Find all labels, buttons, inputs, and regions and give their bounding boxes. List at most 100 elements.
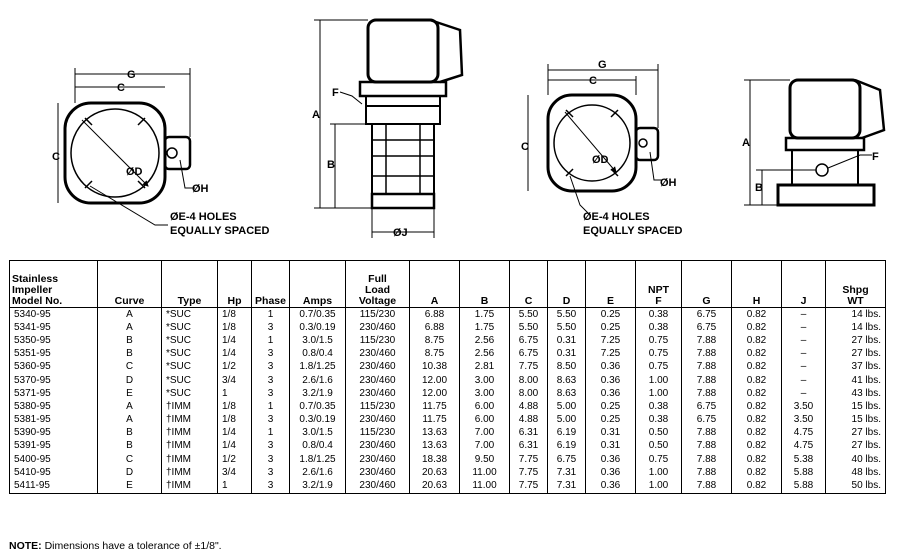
table-cell: 27 lbs. bbox=[825, 347, 886, 361]
table-cell: 0.25 bbox=[585, 413, 636, 427]
header-line: Amps bbox=[302, 295, 333, 307]
table-cell: 7.00 bbox=[459, 439, 510, 454]
table-cell: 20.63 bbox=[409, 479, 460, 494]
spacing-label-1: EQUALLY SPACED bbox=[170, 225, 269, 237]
table-cell: 0.82 bbox=[731, 360, 782, 374]
header-line: Impeller bbox=[12, 284, 53, 296]
side-view-suction bbox=[744, 78, 886, 207]
table-cell: 6.75 bbox=[547, 453, 586, 467]
table-cell: *SUC bbox=[161, 360, 218, 374]
table-cell: 0.7/0.35 bbox=[289, 400, 346, 414]
table-cell: 13.63 bbox=[409, 426, 460, 440]
header-line: Stainless bbox=[12, 273, 59, 285]
table-cell: 1/8 bbox=[217, 321, 252, 335]
table-cell: – bbox=[781, 387, 826, 401]
table-cell: 5411-95 bbox=[9, 479, 98, 494]
table-cell: 3/4 bbox=[217, 373, 252, 388]
table-cell: 1/8 bbox=[217, 413, 252, 427]
table-cell: B bbox=[97, 426, 162, 440]
table-cell: 0.75 bbox=[635, 347, 682, 361]
table-cell: 5.88 bbox=[781, 479, 826, 494]
table-cell: 3.2/1.9 bbox=[289, 479, 346, 494]
table-cell: 7.88 bbox=[681, 466, 732, 480]
table-cell: 5.88 bbox=[781, 466, 826, 480]
label-f-4: F bbox=[872, 151, 879, 163]
table-cell: 7.31 bbox=[547, 466, 586, 480]
table-cell: 1 bbox=[251, 400, 290, 414]
table-cell: 1/4 bbox=[217, 347, 252, 361]
table-cell: 0.31 bbox=[547, 334, 586, 348]
table-cell: 0.8/0.4 bbox=[289, 439, 346, 454]
column-header: E bbox=[585, 260, 636, 308]
table-cell: 0.36 bbox=[585, 360, 636, 374]
table-cell: 6.00 bbox=[459, 413, 510, 427]
table-cell: A bbox=[97, 307, 162, 322]
table-cell: 1.75 bbox=[459, 307, 510, 322]
table-cell: 5.50 bbox=[547, 307, 586, 322]
table-cell: 0.31 bbox=[547, 347, 586, 361]
table-cell: 6.88 bbox=[409, 321, 460, 335]
table-cell: †IMM bbox=[161, 479, 218, 494]
table-cell: 0.25 bbox=[585, 400, 636, 414]
table-cell: 0.50 bbox=[635, 426, 682, 440]
table-cell: 3 bbox=[251, 439, 290, 454]
table-cell: 0.82 bbox=[731, 347, 782, 361]
table-cell: 1.00 bbox=[635, 466, 682, 480]
label-h-3: ØH bbox=[660, 177, 677, 189]
table-cell: 0.31 bbox=[585, 439, 636, 454]
table-cell: – bbox=[781, 373, 826, 388]
label-c-side-1: C bbox=[52, 151, 60, 163]
table-cell: 3.50 bbox=[781, 400, 826, 414]
table-cell: 2.81 bbox=[459, 360, 510, 374]
table-cell: 8.75 bbox=[409, 334, 460, 348]
table-cell: 11.00 bbox=[459, 479, 510, 494]
table-cell: 1.75 bbox=[459, 321, 510, 335]
column-header: B bbox=[459, 260, 510, 308]
table-cell: †IMM bbox=[161, 453, 218, 467]
header-line: WT bbox=[847, 295, 864, 307]
table-cell: †IMM bbox=[161, 466, 218, 480]
column-header: A bbox=[409, 260, 460, 308]
table-cell: *SUC bbox=[161, 347, 218, 361]
table-cell: 0.36 bbox=[585, 387, 636, 401]
table-cell: 5371-95 bbox=[9, 387, 98, 401]
header-line: E bbox=[606, 295, 614, 307]
table-cell: 5410-95 bbox=[9, 466, 98, 480]
table-cell: 12.00 bbox=[409, 387, 460, 401]
top-view-suction bbox=[527, 64, 662, 216]
table-cell: 230/460 bbox=[345, 347, 410, 361]
label-a-4: A bbox=[742, 137, 750, 149]
table-cell: 3 bbox=[251, 453, 290, 467]
table-cell: 3/4 bbox=[217, 466, 252, 480]
table-cell: 3 bbox=[251, 466, 290, 480]
table-cell: 10.38 bbox=[409, 360, 460, 374]
table-cell: 0.8/0.4 bbox=[289, 347, 346, 361]
label-h-1: ØH bbox=[192, 183, 209, 195]
header-line: Model No. bbox=[12, 295, 63, 307]
column-header: J bbox=[781, 260, 826, 308]
table-cell: 1.8/1.25 bbox=[289, 360, 346, 374]
table-cell: C bbox=[97, 453, 162, 467]
table-cell: 7.88 bbox=[681, 453, 732, 467]
table-cell: †IMM bbox=[161, 426, 218, 440]
table-cell: 1/2 bbox=[217, 453, 252, 467]
table-cell: 4.88 bbox=[509, 400, 548, 414]
table-cell: 0.82 bbox=[731, 400, 782, 414]
table-cell: 4.75 bbox=[781, 426, 826, 440]
table-cell: 3.00 bbox=[459, 387, 510, 401]
table-cell: E bbox=[97, 387, 162, 401]
label-c-side-3: C bbox=[521, 141, 529, 153]
table-cell: 2.6/1.6 bbox=[289, 373, 346, 388]
table-cell: B bbox=[97, 334, 162, 348]
